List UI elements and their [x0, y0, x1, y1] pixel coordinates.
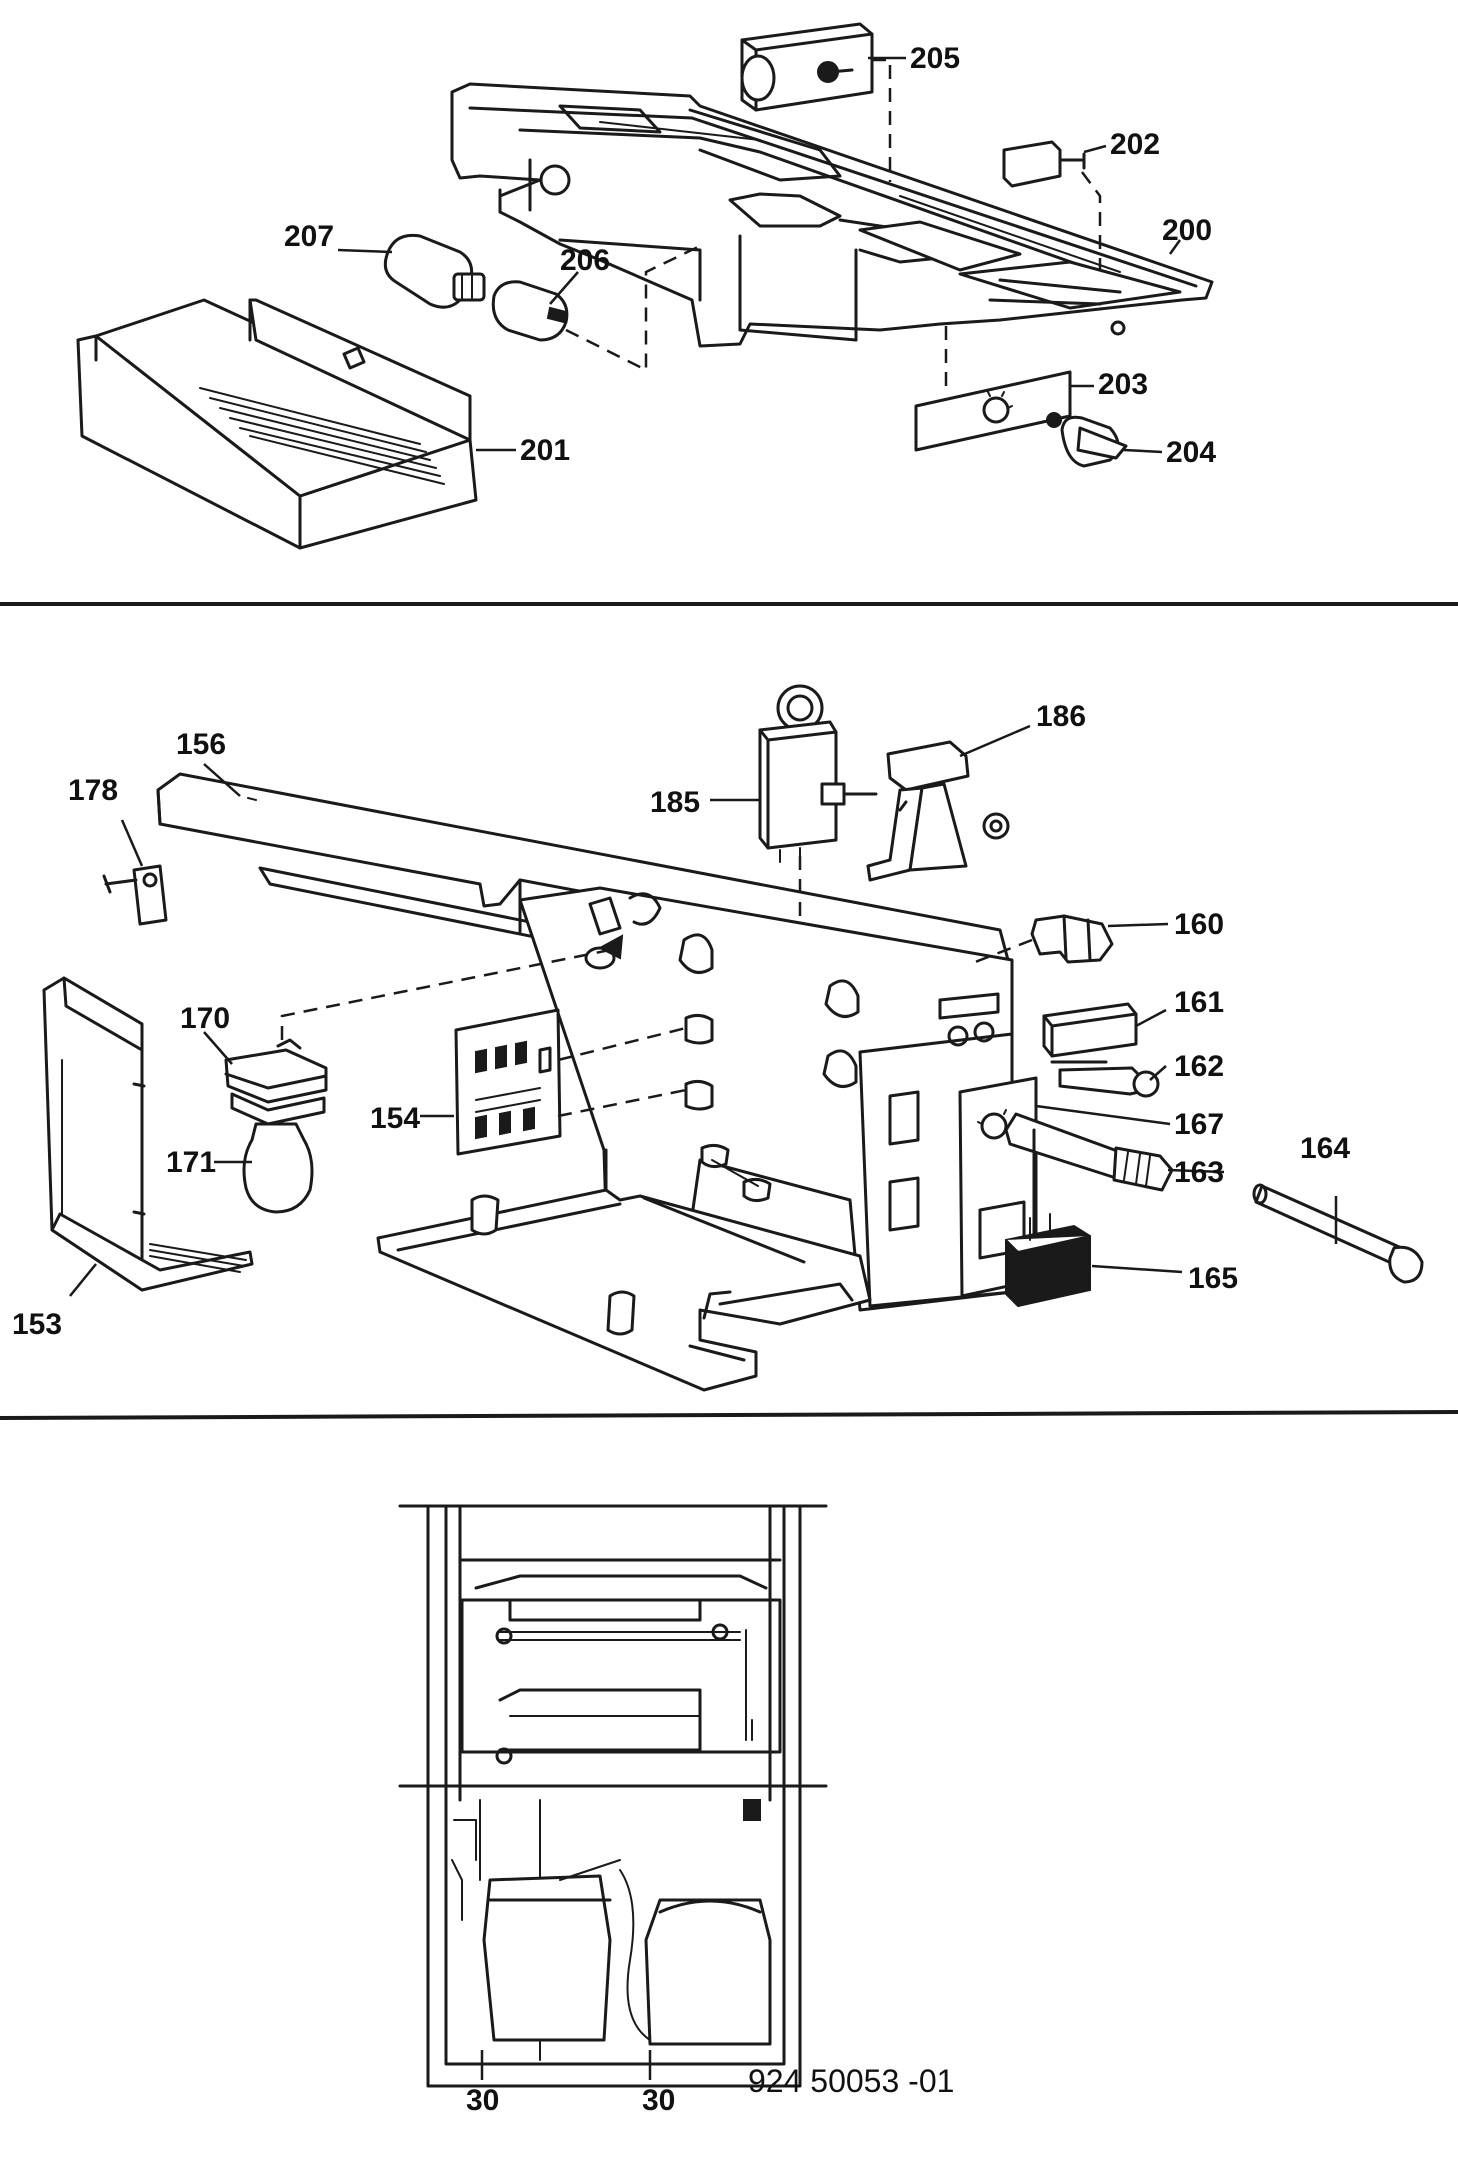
label-163: 163 [1174, 1156, 1224, 1189]
part-164-rod [1252, 1183, 1424, 1284]
label-154: 154 [370, 1102, 420, 1135]
label-167: 167 [1174, 1108, 1224, 1141]
label-162: 162 [1174, 1050, 1224, 1083]
part-171-bulb [242, 1122, 314, 1214]
part-185-thermostat [758, 684, 878, 951]
part-178-clip [102, 864, 168, 926]
part-201-lampcover [76, 298, 478, 550]
label-164: 164 [1300, 1132, 1350, 1165]
part-154-pcb [454, 1008, 772, 1203]
label-178: 178 [68, 774, 118, 807]
label-203: 203 [1098, 368, 1148, 401]
separator-bottom [0, 1410, 1458, 1420]
part-165-relay [1005, 1213, 1091, 1308]
label-160: 160 [1174, 908, 1224, 941]
label-200: 200 [1162, 214, 1212, 247]
section-control-housing: 205 202 200 207 206 203 201 204 [76, 22, 1216, 550]
label-202: 202 [1110, 128, 1160, 161]
label-204: 204 [1166, 436, 1216, 469]
label-205: 205 [910, 42, 960, 75]
part-205-thermostat [740, 22, 892, 182]
part-186-bracket [866, 740, 1010, 882]
part-200-housing [450, 82, 1214, 348]
part-170-lampholder [224, 1038, 328, 1126]
label-153: 153 [12, 1308, 62, 1341]
part-161-switch [1042, 1002, 1138, 1058]
label-30-b: 30 [642, 2084, 675, 2117]
part-162-spindle [1050, 1060, 1160, 1098]
label-185: 185 [650, 786, 700, 819]
part-204-knob [1046, 412, 1128, 468]
label-186: 186 [1036, 700, 1086, 733]
label-156: 156 [176, 728, 226, 761]
part-153-cover [42, 976, 254, 1292]
label-207: 207 [284, 220, 334, 253]
part-163-shaft [1004, 1112, 1174, 1272]
label-201: 201 [520, 434, 570, 467]
part-202-switch [1002, 140, 1102, 270]
part-206-lampholder [491, 244, 701, 373]
part-203-plate [914, 326, 1072, 452]
label-161: 161 [1174, 986, 1224, 1019]
drawing-number: 924 50053 -01 [748, 2063, 954, 2099]
label-171: 171 [166, 1146, 216, 1179]
label-206: 206 [560, 244, 610, 277]
label-30-a: 30 [466, 2084, 499, 2117]
part-207-lamp [383, 233, 486, 309]
label-165: 165 [1188, 1262, 1238, 1295]
section-electrical-bracket: 156 178 185 186 160 161 162 167 163 164 … [12, 684, 1424, 1392]
label-170: 170 [180, 1002, 230, 1035]
part-160-plug [969, 914, 1114, 966]
section-rear-view: 30 30 924 50053 -01 [398, 1504, 954, 2117]
part-baseplate [376, 1188, 872, 1392]
